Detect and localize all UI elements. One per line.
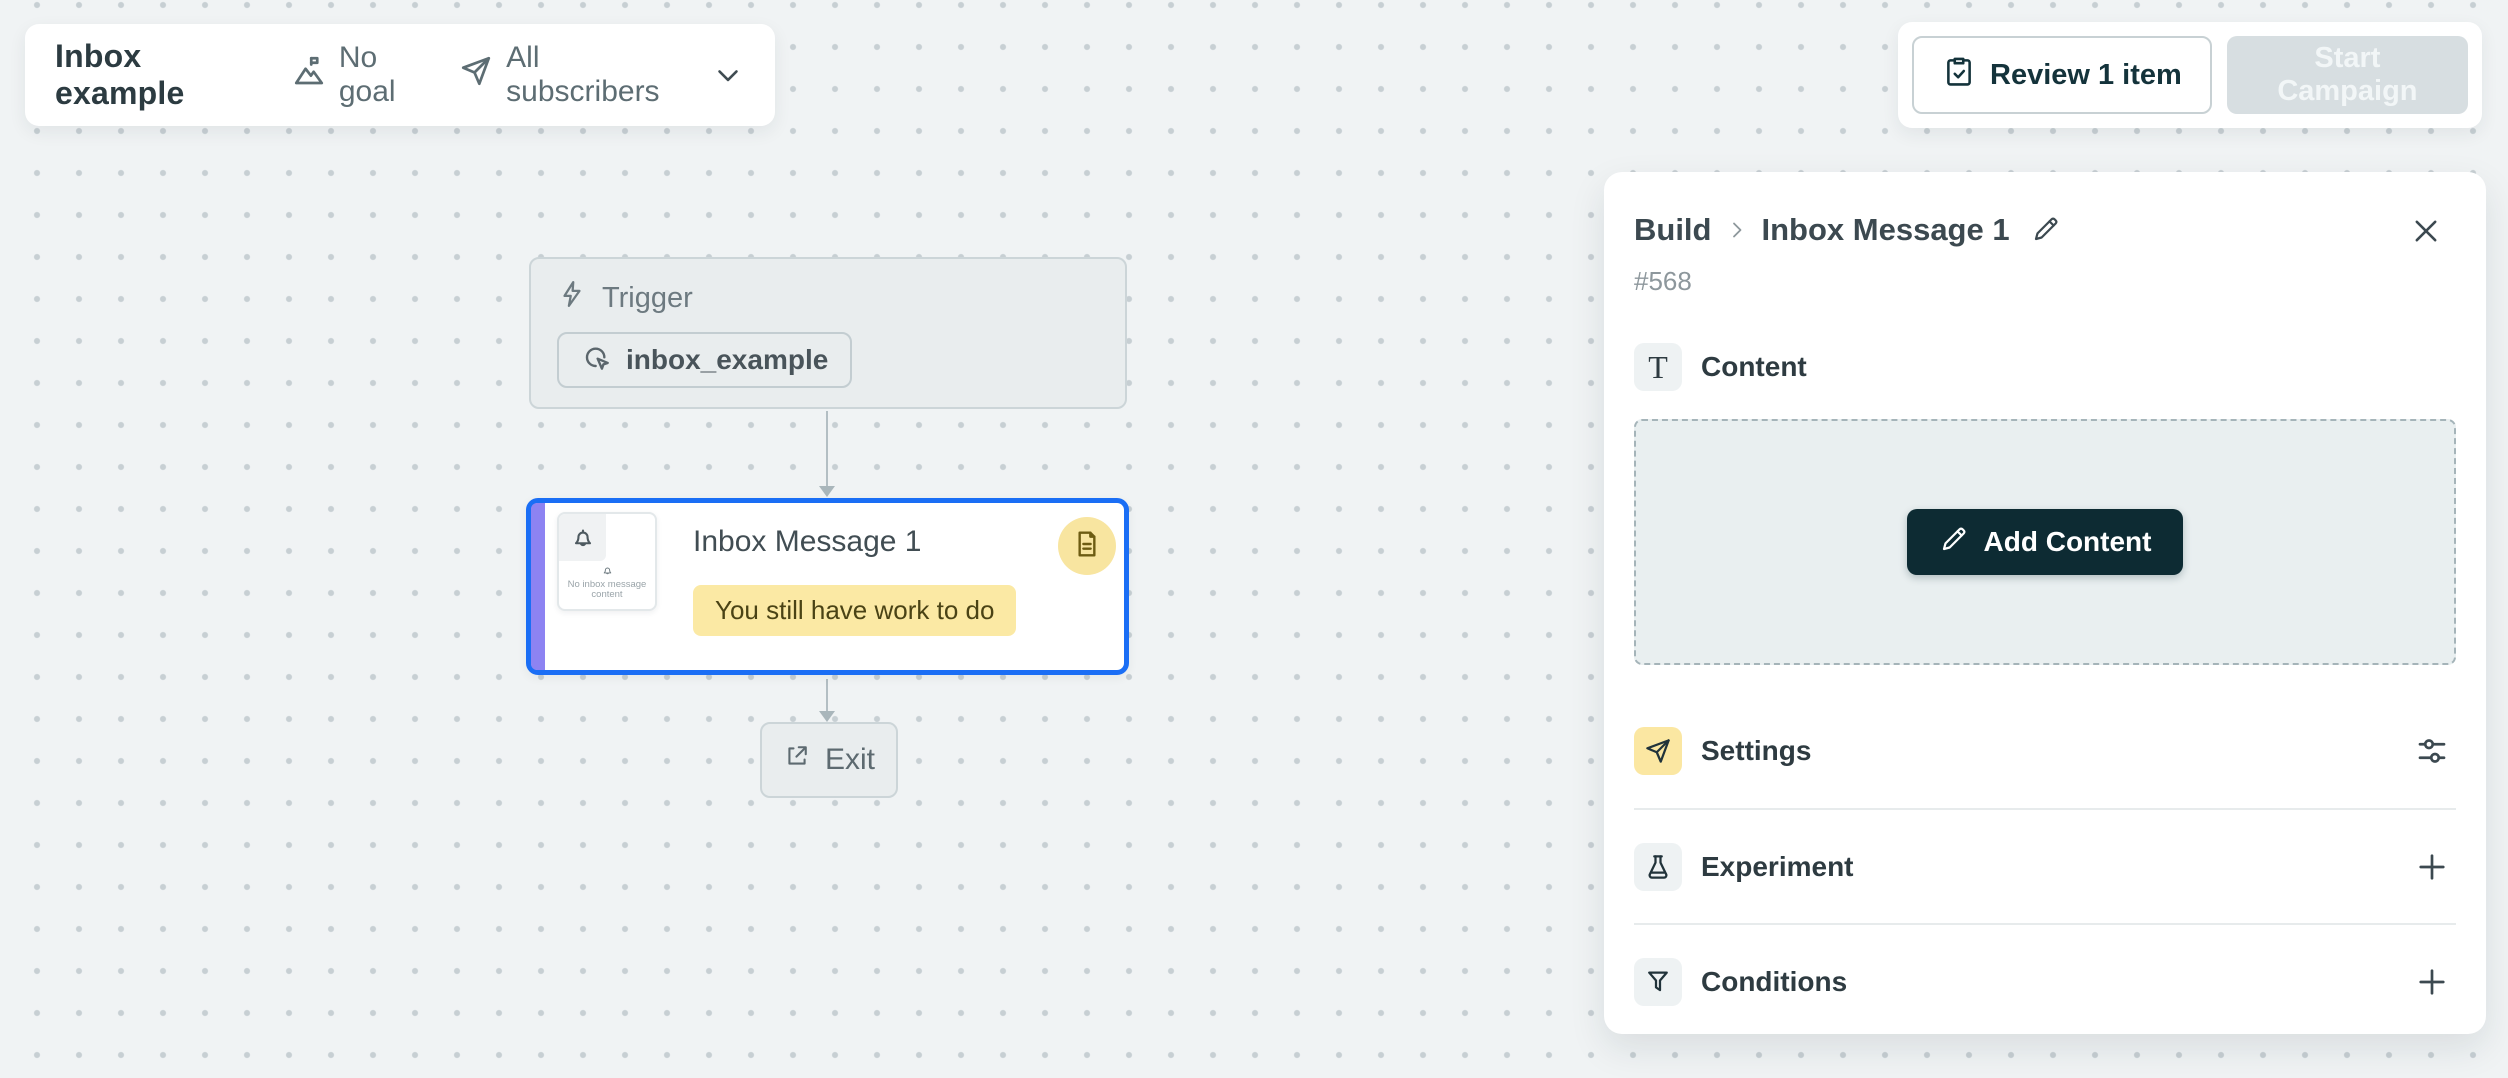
start-campaign-label: Start Campaign bbox=[2277, 42, 2418, 107]
close-panel-button[interactable] bbox=[2404, 210, 2448, 254]
panel-section-rows: Settings Experiment Conditions bbox=[1634, 693, 2456, 1038]
rename-node-button[interactable] bbox=[2031, 214, 2061, 247]
trigger-node[interactable]: Trigger inbox_example bbox=[529, 257, 1127, 409]
message-status-badge bbox=[1058, 517, 1116, 575]
breadcrumb-section[interactable]: Build bbox=[1634, 212, 1712, 247]
thumbnail-caption: No inbox message content bbox=[567, 579, 647, 600]
pencil-icon bbox=[2031, 214, 2061, 247]
start-campaign-button[interactable]: Start Campaign bbox=[2226, 36, 2468, 114]
send-icon bbox=[458, 53, 494, 97]
close-icon bbox=[2409, 214, 2443, 251]
review-items-label: Review 1 item bbox=[1990, 58, 2182, 91]
conditions-row-label: Conditions bbox=[1701, 965, 1848, 997]
text-icon: T bbox=[1634, 343, 1682, 391]
content-section-label: Content bbox=[1701, 351, 1807, 382]
lightning-icon bbox=[557, 279, 587, 317]
connector-arrowhead bbox=[819, 711, 835, 722]
settings-row[interactable]: Settings bbox=[1634, 693, 2456, 808]
header-actions: Review 1 item Start Campaign bbox=[1898, 22, 2482, 128]
breadcrumb-title: Inbox Message 1 bbox=[1761, 212, 2010, 247]
event-click-icon bbox=[581, 342, 613, 379]
campaign-goal[interactable]: No goal bbox=[291, 41, 432, 109]
node-detail-panel: Build Inbox Message 1 #568 T Content bbox=[1604, 172, 2486, 1034]
conditions-row[interactable]: Conditions bbox=[1634, 923, 2456, 1038]
connector-line bbox=[826, 411, 828, 487]
panel-header: Build Inbox Message 1 bbox=[1634, 212, 2456, 248]
plus-icon[interactable] bbox=[2408, 958, 2456, 1006]
trigger-event-name: inbox_example bbox=[626, 344, 829, 375]
connector-line bbox=[826, 679, 828, 713]
document-icon bbox=[1071, 528, 1103, 565]
exit-label: Exit bbox=[824, 743, 875, 776]
plus-icon[interactable] bbox=[2408, 843, 2456, 891]
message-thumbnail: No inbox message content bbox=[557, 512, 657, 611]
exit-node[interactable]: Exit bbox=[760, 722, 898, 798]
pencil-icon bbox=[1939, 524, 1969, 561]
content-section-header: T Content bbox=[1634, 343, 2456, 391]
send-icon bbox=[1634, 726, 1682, 775]
bell-icon bbox=[601, 564, 614, 582]
add-content-label: Add Content bbox=[1983, 526, 2152, 557]
trigger-header: Trigger bbox=[557, 279, 1099, 317]
connector-arrowhead bbox=[819, 486, 835, 497]
review-items-button[interactable]: Review 1 item bbox=[1912, 36, 2212, 114]
add-content-button[interactable]: Add Content bbox=[1906, 509, 2184, 575]
experiment-row[interactable]: Experiment bbox=[1634, 808, 2456, 923]
chevron-down-icon[interactable] bbox=[711, 58, 745, 92]
campaign-audience[interactable]: All subscribers bbox=[458, 41, 685, 109]
message-warning-badge: You still have work to do bbox=[693, 585, 1017, 636]
campaign-audience-label: All subscribers bbox=[506, 41, 660, 108]
bell-icon bbox=[559, 514, 606, 561]
content-drop-area: Add Content bbox=[1634, 419, 2456, 665]
inbox-message-node[interactable]: No inbox message content Inbox Message 1… bbox=[526, 498, 1129, 675]
chevron-right-icon bbox=[1725, 218, 1749, 242]
filter-icon bbox=[1634, 957, 1682, 1006]
settings-row-label: Settings bbox=[1701, 734, 1812, 766]
trigger-label: Trigger bbox=[602, 281, 693, 314]
flask-icon bbox=[1634, 842, 1682, 891]
message-node-title: Inbox Message 1 bbox=[693, 525, 922, 558]
sliders-icon[interactable] bbox=[2408, 727, 2456, 775]
clipboard-check-icon bbox=[1942, 54, 1976, 96]
campaign-switcher[interactable]: Inbox example No goal All subscribers bbox=[25, 24, 775, 126]
campaign-name: Inbox example bbox=[55, 38, 185, 111]
campaign-goal-label: No goal bbox=[338, 41, 396, 108]
goal-flag-icon bbox=[291, 53, 327, 97]
experiment-row-label: Experiment bbox=[1701, 850, 1854, 882]
trigger-event-chip[interactable]: inbox_example bbox=[557, 332, 853, 388]
external-link-icon bbox=[783, 742, 811, 778]
node-id: #568 bbox=[1634, 266, 1692, 296]
node-accent-bar bbox=[531, 503, 545, 670]
